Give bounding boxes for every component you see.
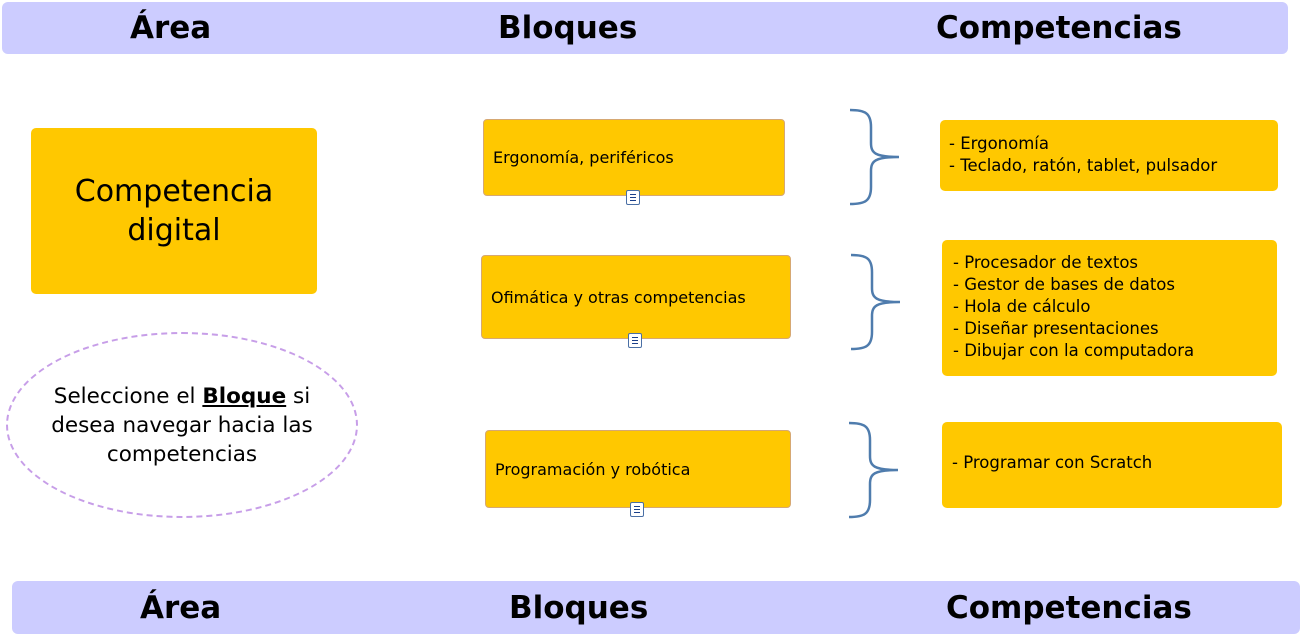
header-competencias-label: Competencias bbox=[936, 10, 1182, 46]
block-ofimatica-button[interactable]: Ofimática y otras competencias bbox=[481, 255, 791, 348]
area-title: Competencia digital bbox=[74, 174, 274, 248]
competencia-item: - Programar con Scratch bbox=[952, 453, 1153, 472]
header-bloques-label: Bloques bbox=[498, 10, 638, 46]
competencia-item: - Hola de cálculo bbox=[953, 297, 1091, 316]
competencia-item: - Procesador de textos bbox=[953, 253, 1139, 272]
competencias-box-ofimatica: - Procesador de textos - Gestor de bases… bbox=[942, 240, 1277, 376]
curly-brace-icon bbox=[849, 108, 900, 206]
competencias-box-programacion: - Programar con Scratch bbox=[942, 422, 1282, 508]
competencia-item: - Gestor de bases de datos bbox=[953, 275, 1175, 294]
header-competencias-label: Competencias bbox=[946, 589, 1192, 626]
block-ergonomia-button[interactable]: Ergonomía, periféricos bbox=[483, 119, 785, 205]
hint-text: Seleccione el Bloque si desea navegar ha… bbox=[32, 382, 332, 469]
hint-prefix: Seleccione el bbox=[53, 383, 203, 409]
competencia-item: - Diseñar presentaciones bbox=[953, 319, 1159, 338]
block-label: Ergonomía, periféricos bbox=[493, 148, 674, 167]
block-programacion-button[interactable]: Programación y robótica bbox=[485, 430, 791, 517]
header-area-label: Área bbox=[130, 10, 212, 46]
document-icon[interactable] bbox=[626, 190, 640, 205]
hint-ellipse: Seleccione el Bloque si desea navegar ha… bbox=[6, 332, 358, 518]
header-top-bar: Área Bloques Competencias bbox=[2, 2, 1288, 54]
competencia-item: - Teclado, ratón, tablet, pulsador bbox=[949, 156, 1218, 175]
hint-bold-bloque: Bloque bbox=[202, 383, 287, 409]
document-icon[interactable] bbox=[628, 333, 642, 348]
header-area-label: Área bbox=[140, 589, 222, 626]
header-bloques-label: Bloques bbox=[509, 589, 649, 626]
hint-suffix: si desea navegar hacia las competencias bbox=[51, 383, 313, 467]
competencia-item: - Ergonomía bbox=[949, 134, 1050, 153]
competencia-item: - Dibujar con la computadora bbox=[953, 341, 1195, 360]
document-icon[interactable] bbox=[630, 502, 644, 517]
curly-brace-icon bbox=[850, 253, 901, 351]
competencias-box-ergonomia: - Ergonomía - Teclado, ratón, tablet, pu… bbox=[940, 120, 1278, 191]
curly-brace-icon bbox=[848, 421, 899, 519]
area-box: Competencia digital bbox=[31, 128, 317, 294]
block-label: Ofimática y otras competencias bbox=[491, 287, 746, 307]
block-label: Programación y robótica bbox=[495, 459, 691, 479]
header-bottom-bar: Área Bloques Competencias bbox=[12, 581, 1300, 634]
